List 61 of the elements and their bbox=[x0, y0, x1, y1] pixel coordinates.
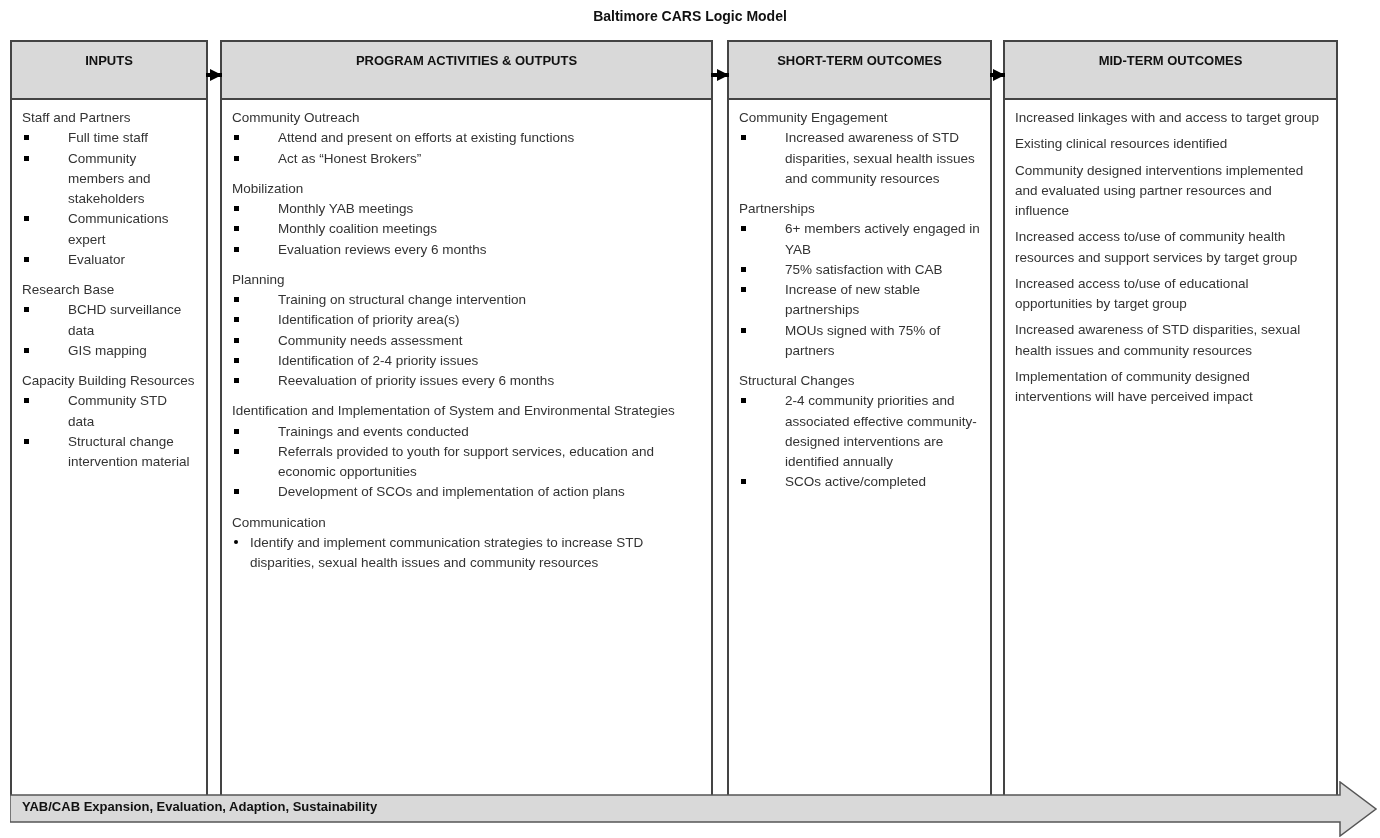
section-heading: Research Base bbox=[22, 281, 116, 299]
bullet-item: 2-4 community priorities and associated effective community-designed interventions are identified annually bbox=[739, 391, 980, 473]
bullet-item: Identification of 2-4 priority issues bbox=[232, 350, 701, 371]
bullet-item: Development of SCOs and implementation of action plans bbox=[232, 482, 701, 503]
section-heading: Mobilization bbox=[232, 179, 305, 198]
arrow bbox=[206, 69, 222, 81]
bullet-item: Attend and present on efforts at existing functions bbox=[232, 128, 701, 149]
section-heading: Staff and Partners bbox=[22, 109, 132, 127]
bullet-item: SCOs active/completed bbox=[739, 472, 980, 493]
column-header: MID-TERM OUTCOMES bbox=[1005, 42, 1336, 100]
bullet-item: Evaluator bbox=[22, 249, 196, 270]
bullet-item: MOUs signed with 75% of partners bbox=[739, 320, 980, 361]
column-box bbox=[1003, 40, 1338, 795]
bullet-item: BCHD surveillance data bbox=[22, 300, 196, 341]
bullet-item: Increase of new stable partnerships bbox=[739, 280, 980, 321]
process-arrow bbox=[10, 781, 1378, 837]
section-heading: Capacity Building Resources bbox=[22, 372, 196, 390]
column-box bbox=[220, 40, 713, 795]
section-heading: Planning bbox=[232, 270, 286, 289]
bullet-item: Trainings and events conducted bbox=[232, 421, 701, 442]
column-header: INPUTS bbox=[12, 42, 206, 100]
bullet-item: Training on structural change intervention bbox=[232, 290, 701, 311]
diagram-title: Baltimore CARS Logic Model bbox=[592, 8, 788, 24]
bullet-item: Monthly coalition meetings bbox=[232, 219, 701, 240]
bullet-item: 75% satisfaction with CAB bbox=[739, 259, 980, 280]
bullet-item: Referrals provided to youth for support services, education and economic opportunities bbox=[232, 441, 701, 483]
section-heading: Partnerships bbox=[739, 200, 816, 218]
section-heading: Community Outreach bbox=[232, 109, 361, 127]
bullet-item: Communications expert bbox=[22, 209, 196, 250]
bullet-item: Act as “Honest Brokers” bbox=[232, 148, 701, 169]
outcome-text: Community designed interventions implemented and evaluated using partner resources and influence bbox=[1015, 161, 1305, 220]
bullet-item: Community STD data bbox=[22, 391, 196, 432]
column-box bbox=[10, 40, 208, 795]
section-heading: Identification and Implementation of System and Environmental Strategies bbox=[232, 402, 676, 421]
bullet-item: Reevaluation of priority issues every 6 months bbox=[232, 371, 701, 392]
outcome-text: Increased awareness of STD disparities, sexual health issues and community resources bbox=[1015, 321, 1302, 360]
bullet-item: Community members and stakeholders bbox=[22, 148, 196, 210]
arrow bbox=[990, 69, 1005, 81]
outcome-text: Increased linkages with and access to target group bbox=[1015, 109, 1320, 127]
outcome-text: Implementation of community designed interventions will have perceived impact bbox=[1015, 367, 1254, 406]
arrow bbox=[711, 69, 729, 81]
bullet-item: Identify and implement communication strategies to increase STD disparities, sexual health issues and community resources bbox=[232, 532, 701, 574]
bullet-item: Structural change intervention material bbox=[22, 431, 196, 473]
column-header: PROGRAM ACTIVITIES & OUTPUTS bbox=[222, 42, 711, 100]
column-header: SHORT-TERM OUTCOMES bbox=[729, 42, 990, 100]
outcome-text: Increased access to/use of educational opportunities by target group bbox=[1015, 274, 1250, 313]
bullet-item: Increased awareness of STD disparities, sexual health issues and community resources bbox=[739, 128, 980, 189]
band-label: YAB/CAB Expansion, Evaluation, Adaption, Sustainability bbox=[22, 799, 378, 814]
section-heading: Communication bbox=[232, 513, 327, 532]
bullet-item: Full time staff bbox=[22, 128, 196, 149]
section-heading: Structural Changes bbox=[739, 372, 856, 390]
bullet-item: Identification of priority area(s) bbox=[232, 310, 701, 331]
outcome-text: Existing clinical resources identified bbox=[1015, 135, 1229, 154]
bullet-item: Community needs assessment bbox=[232, 330, 701, 351]
column-box bbox=[727, 40, 992, 795]
bullet-item: 6+ members actively engaged in YAB bbox=[739, 219, 980, 260]
bullet-item: GIS mapping bbox=[22, 340, 196, 361]
outcome-text: Increased access to/use of community health resources and support services by target group bbox=[1015, 228, 1299, 267]
section-heading: Community Engagement bbox=[739, 109, 889, 127]
bullet-item: Monthly YAB meetings bbox=[232, 199, 701, 220]
bullet-item: Evaluation reviews every 6 months bbox=[232, 239, 701, 260]
